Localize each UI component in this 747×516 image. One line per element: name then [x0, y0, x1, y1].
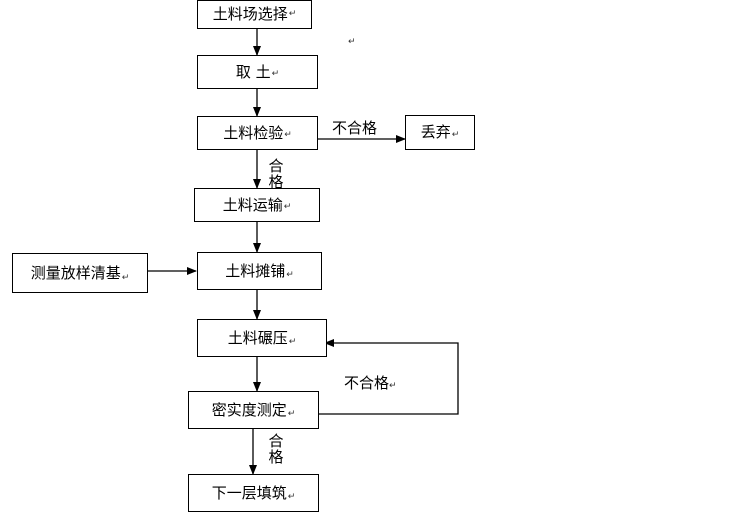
label-fail-inspection: 不合格 [332, 119, 378, 137]
node-soil-spreading-label: 土料摊铺 [225, 261, 286, 280]
node-survey-clearing: 测量放样清基↵ [12, 253, 148, 293]
label-pass-density: 合 格 [268, 432, 284, 466]
paragraph-mark [348, 38, 356, 47]
node-next-layer-fill-label: 下一层填筑 [211, 483, 287, 502]
node-soil-site-selection-label: 土料场选择 [212, 5, 288, 23]
node-density-test-label: 密实度测定 [211, 400, 287, 419]
node-discard-label: 丢弃 [420, 123, 451, 141]
label-pass-inspection: 合 格 [268, 157, 284, 191]
node-soil-compaction: 土料碾压↵ [197, 319, 327, 357]
node-soil-inspection-label: 土料检验 [223, 123, 284, 142]
node-take-soil: 取 土↵ [197, 55, 318, 89]
node-survey-clearing-label: 测量放样清基 [30, 263, 121, 282]
label-fail-density: 不合格↵ [344, 374, 397, 392]
node-soil-compaction-label: 土料碾压 [227, 328, 288, 347]
node-soil-site-selection: 土料场选择↵ [197, 0, 312, 29]
node-next-layer-fill: 下一层填筑↵ [188, 474, 319, 512]
node-soil-transport-label: 土料运输 [222, 195, 283, 214]
arrow-density-loop-to-compact [319, 339, 459, 415]
node-soil-spreading: 土料摊铺↵ [197, 252, 322, 290]
node-soil-transport: 土料运输↵ [194, 188, 320, 222]
node-take-soil-label: 取 土 [235, 62, 271, 81]
node-discard: 丢弃↵ [405, 115, 475, 150]
node-soil-inspection: 土料检验↵ [197, 116, 318, 150]
node-density-test: 密实度测定↵ [188, 391, 319, 429]
